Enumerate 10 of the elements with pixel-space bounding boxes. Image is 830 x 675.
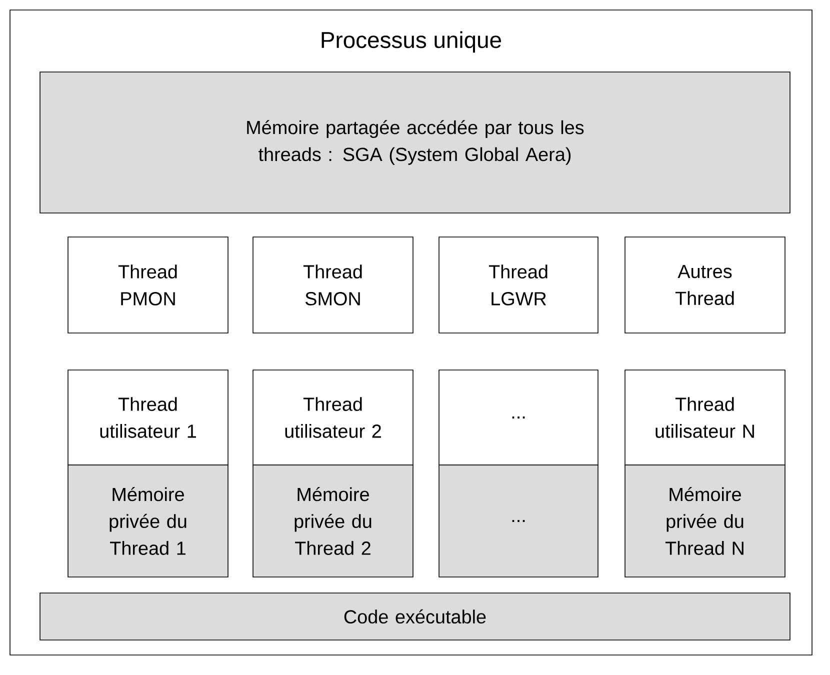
thread-box: Autres Thread	[624, 236, 786, 334]
thread-box: Thread SMON	[252, 236, 414, 334]
thread-box: Thread PMON	[68, 236, 228, 334]
thread-box: Thread LGWR	[438, 236, 598, 334]
private-memory-box: Mémoire privée du Thread 1	[68, 464, 228, 578]
private-memory-box: Mémoire privée du Thread N	[624, 464, 786, 578]
shared-memory-box: Mémoire partagée accédée par tous les threads : SGA (System Global Aera)	[40, 72, 790, 214]
private-memory-box: ...	[438, 464, 598, 578]
private-memory-box: Mémoire privée du Thread 2	[252, 464, 414, 578]
code-box: Code exécutable	[40, 592, 790, 640]
